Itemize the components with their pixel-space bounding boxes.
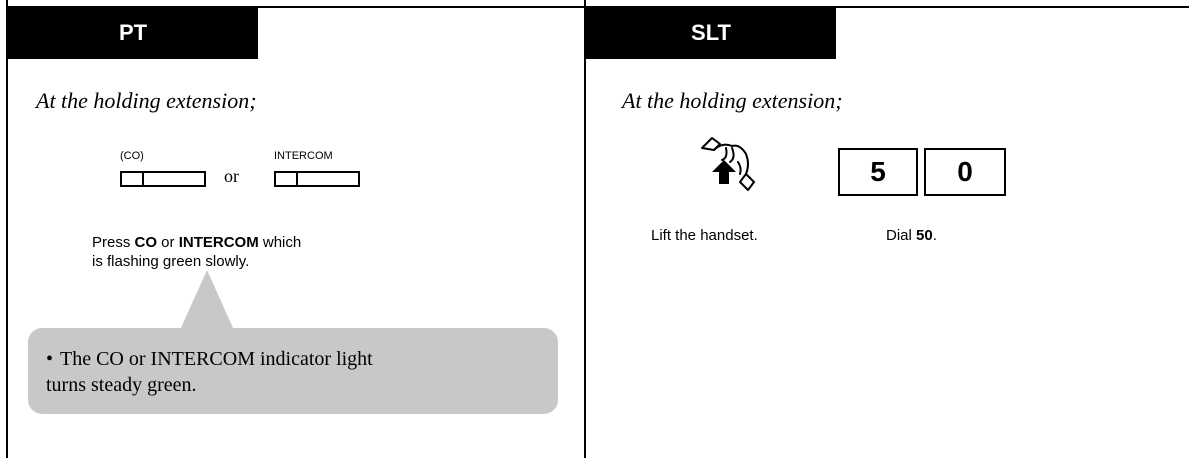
- lift-caption: Lift the handset.: [651, 227, 758, 244]
- instr-intercom: INTERCOM: [178, 234, 259, 251]
- intercom-key-label: INTERCOM: [274, 150, 333, 162]
- note-line2: turns steady green.: [46, 374, 197, 396]
- instr-mid: or: [157, 234, 179, 251]
- handset-lift-icon: [701, 137, 755, 191]
- intercom-key[interactable]: [274, 171, 360, 187]
- dial-key-0[interactable]: 0: [924, 148, 1006, 196]
- slt-panel: SLT At the holding extension; 5 0 Lift t…: [586, 0, 1189, 458]
- or-text: or: [224, 166, 239, 186]
- slt-tab-label: SLT: [691, 19, 731, 45]
- note-bullet: •: [46, 348, 54, 370]
- dial-caption-prefix: Dial: [886, 227, 917, 244]
- co-key-divider: [142, 173, 144, 185]
- co-key[interactable]: [120, 171, 206, 187]
- intercom-key-divider: [296, 173, 298, 185]
- instr-co: CO: [134, 234, 158, 251]
- instr-suffix: which: [258, 234, 302, 251]
- note-pointer: [180, 270, 234, 330]
- dial-caption: Dial 50.: [886, 227, 937, 244]
- pt-panel: PT At the holding extension; (CO) or INT…: [6, 0, 586, 458]
- slt-top-rule: [586, 6, 1189, 8]
- note-line1: The CO or INTERCOM indicator light: [60, 348, 373, 370]
- co-key-label: (CO): [120, 150, 144, 162]
- dial-caption-suffix: .: [932, 227, 937, 244]
- slt-tab: SLT: [586, 6, 836, 59]
- pt-tab: PT: [8, 6, 258, 59]
- dial-key-5[interactable]: 5: [838, 148, 918, 196]
- slt-heading: At the holding extension;: [622, 88, 843, 113]
- pt-tab-label: PT: [118, 19, 148, 45]
- instr-line2: is flashing green slowly.: [92, 253, 250, 270]
- dial-key-0-label: 0: [957, 156, 973, 187]
- pt-instruction: Press CO or INTERCOM which is flashing g…: [92, 233, 301, 271]
- dial-key-5-label: 5: [870, 156, 886, 187]
- pt-heading: At the holding extension;: [36, 88, 257, 113]
- pt-top-rule: [8, 6, 584, 8]
- dial-caption-code: 50: [916, 227, 933, 244]
- note-box: • The CO or INTERCOM indicator light turn…: [28, 328, 558, 414]
- instr-prefix: Press: [92, 234, 135, 251]
